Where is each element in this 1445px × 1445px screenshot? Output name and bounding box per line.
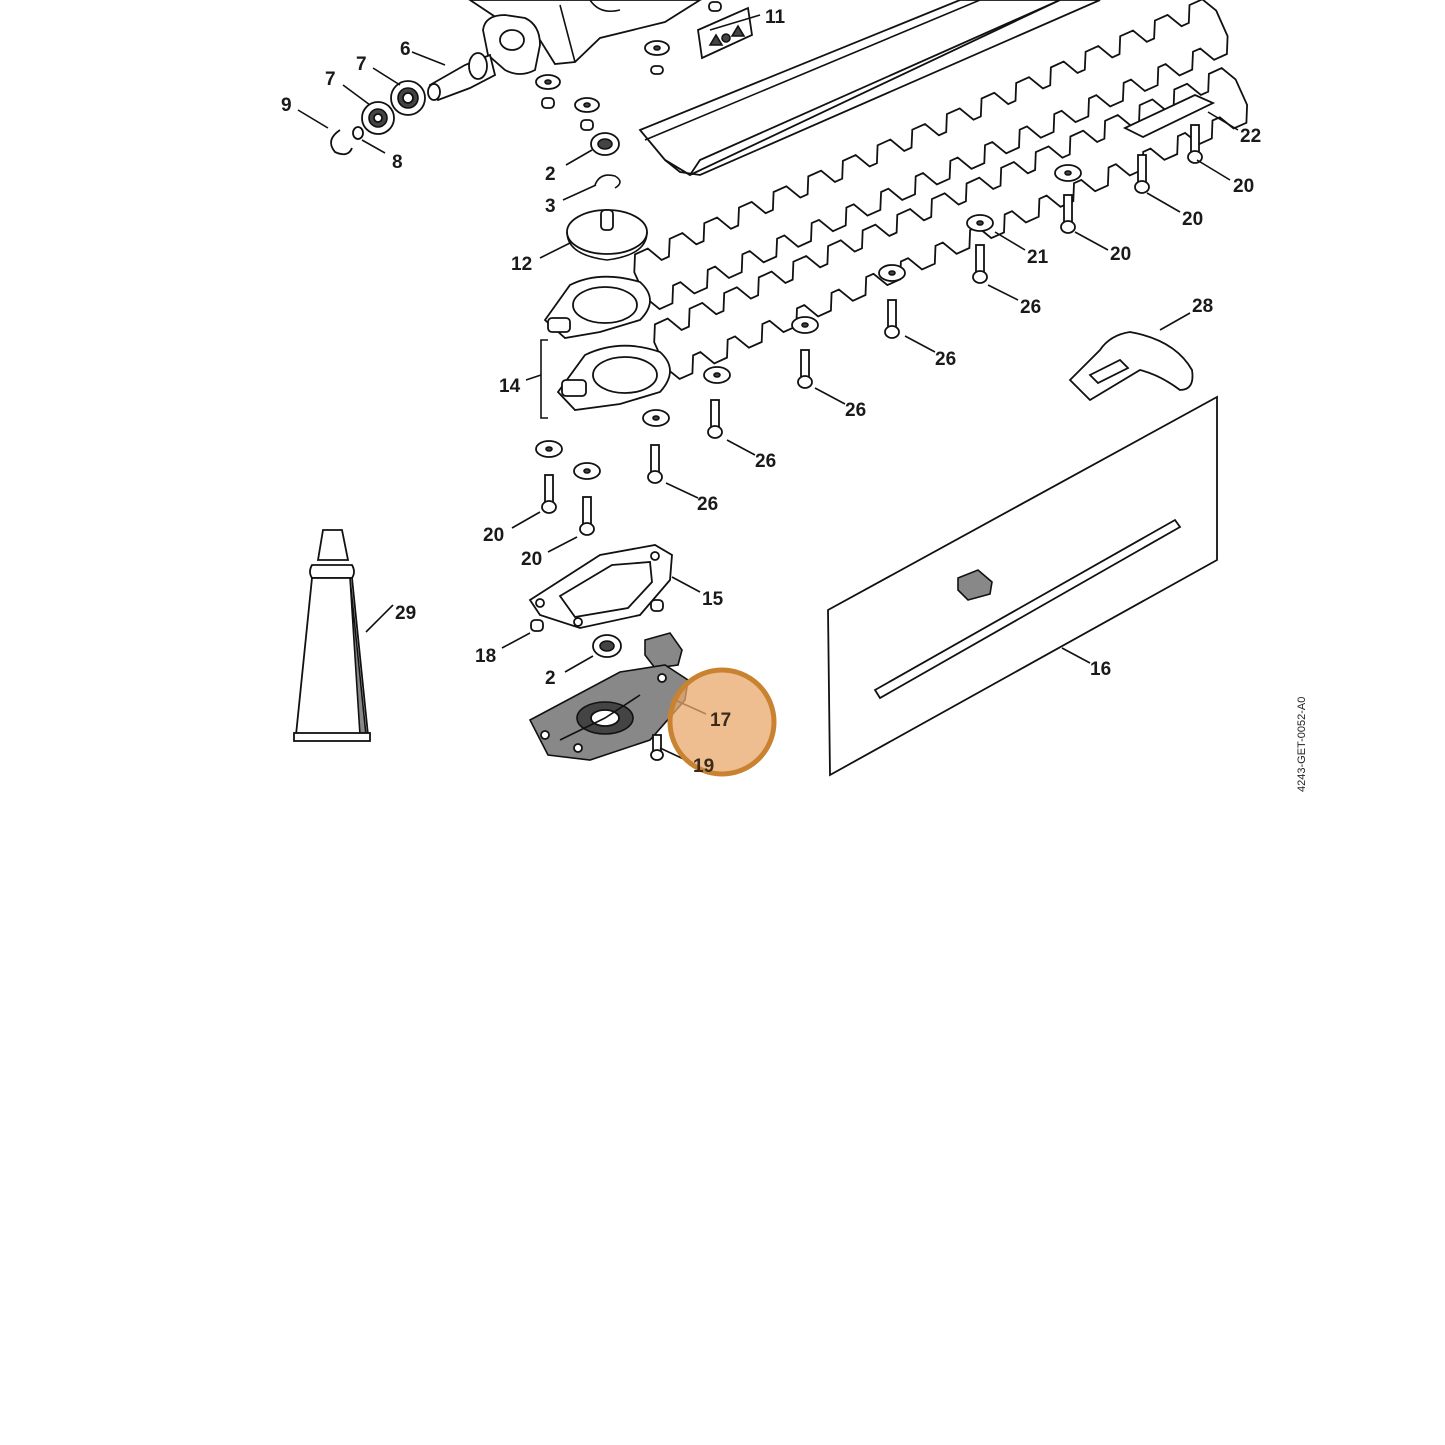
gear-cover-17 [528, 664, 689, 761]
label-26-b: 26 [935, 349, 956, 370]
label-20-d: 20 [483, 525, 504, 546]
screw-head [797, 375, 813, 389]
grease-tube-29 [293, 529, 371, 742]
label-18: 18 [475, 646, 496, 667]
washer-hole [545, 446, 553, 452]
screw-head [541, 500, 557, 514]
screw [1063, 194, 1073, 224]
label-8: 8 [392, 152, 403, 173]
cutting-blade-lower [653, 67, 1249, 381]
blade-end-lower [556, 344, 671, 411]
gasket-15 [528, 544, 673, 629]
screw [710, 399, 720, 429]
parts-bag-16 [827, 395, 1218, 777]
pinion-shaft-6 [427, 52, 497, 102]
label-26-c: 26 [845, 400, 866, 421]
label-12: 12 [511, 254, 532, 275]
screw-head [1060, 220, 1076, 234]
washer-hole [713, 372, 721, 378]
label-7-lower: 7 [325, 69, 336, 90]
ring-8 [352, 126, 364, 140]
label-20-a: 20 [1233, 176, 1254, 197]
washer-hole [1064, 170, 1072, 176]
washer-hole [976, 220, 984, 226]
label-22: 22 [1240, 126, 1261, 147]
label-28: 28 [1192, 296, 1213, 317]
screw-head [1134, 180, 1150, 194]
label-20-c: 20 [1110, 244, 1131, 265]
screw [887, 299, 897, 329]
circlip-9 [330, 129, 353, 156]
label-17: 17 [710, 710, 731, 731]
label-26-e: 26 [697, 494, 718, 515]
label-29: 29 [395, 603, 416, 624]
bearing-7b [390, 80, 426, 116]
gear-housing [468, 0, 702, 75]
label-20-b: 20 [1182, 209, 1203, 230]
blade-end-upper [543, 275, 651, 339]
label-9: 9 [281, 95, 292, 116]
label-15: 15 [702, 589, 724, 610]
warning-label [697, 1, 753, 60]
label-21: 21 [1027, 247, 1049, 268]
screw-head [579, 522, 595, 536]
leader-lines [297, 14, 1239, 763]
screw [582, 496, 592, 526]
label-7-upper: 7 [356, 54, 367, 75]
washer-hole [583, 468, 591, 474]
screw-head [972, 270, 988, 284]
washer-top-c [574, 97, 600, 131]
screw [800, 349, 810, 379]
label-2-upper: 2 [545, 164, 556, 185]
washer-hole [801, 322, 809, 328]
bearing-2a [590, 132, 620, 156]
label-20-e: 20 [521, 549, 542, 570]
bracket-14 [540, 339, 548, 419]
screw-head [884, 325, 900, 339]
label-26-d: 26 [755, 451, 776, 472]
screw [975, 244, 985, 274]
bearing-2b [592, 634, 622, 658]
circlip-3 [594, 174, 621, 189]
screw-head [707, 425, 723, 439]
label-16: 16 [1090, 659, 1111, 680]
clip-small [644, 632, 683, 669]
screw [1137, 154, 1147, 184]
drawing-code: 4243-GET-0052-A0 [1296, 697, 1308, 792]
screw [544, 474, 554, 504]
screw-19 [650, 734, 664, 761]
highlight-marker [667, 667, 777, 777]
label-14: 14 [499, 376, 521, 397]
washer-hole [652, 415, 660, 421]
washer-top-b [535, 74, 561, 109]
eccentric-12 [566, 209, 648, 261]
screw-head [647, 470, 663, 484]
label-6: 6 [400, 39, 411, 60]
washer-hole [888, 270, 896, 276]
label-19: 19 [693, 756, 714, 777]
blade-guard [638, 0, 1101, 177]
screw-set [535, 124, 1203, 536]
sleeve-18 [530, 599, 664, 632]
label-3: 3 [545, 196, 556, 217]
screw [650, 444, 660, 474]
bearing-7a [361, 101, 395, 135]
label-11: 11 [765, 7, 786, 28]
label-2-lower: 2 [545, 668, 556, 689]
screw [1190, 124, 1200, 154]
washer-top-a [644, 40, 670, 75]
guard-28 [1068, 331, 1194, 402]
cutting-blade-upper [633, 0, 1229, 311]
spacer-plate-22 [1122, 94, 1216, 139]
label-26-a: 26 [1020, 297, 1041, 318]
